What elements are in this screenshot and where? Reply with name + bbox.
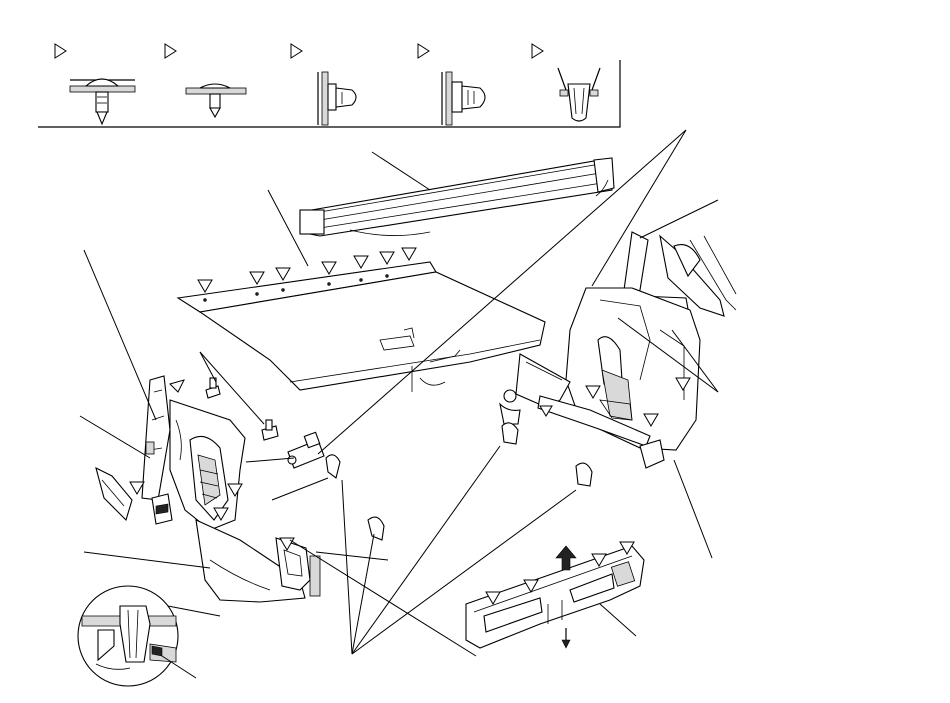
left-lower-side-trim (195, 519, 321, 603)
detail-clip-inset (77, 585, 179, 687)
legend-side-clip-icon (290, 43, 357, 126)
left-small-fasteners (205, 377, 385, 541)
legend-side-clip-with-retainer-icon (417, 43, 486, 126)
tonneau-cover (299, 157, 615, 237)
legend-flat-clip-icon (164, 43, 247, 119)
left-rear-pillar-trim (141, 375, 185, 501)
left-rear-side-trim (169, 399, 246, 531)
left-bracket-piece (95, 466, 173, 525)
leader-lines (79, 129, 719, 679)
right-lower-side-trim (565, 287, 701, 451)
rear-trim-panel (465, 541, 645, 649)
legend-push-clip-icon (531, 43, 601, 122)
rear-shelf-panel (176, 247, 546, 392)
legend-trim-clip-icon (54, 43, 136, 126)
fastener-legend (38, 43, 621, 128)
right-lower-bracket (499, 353, 665, 487)
